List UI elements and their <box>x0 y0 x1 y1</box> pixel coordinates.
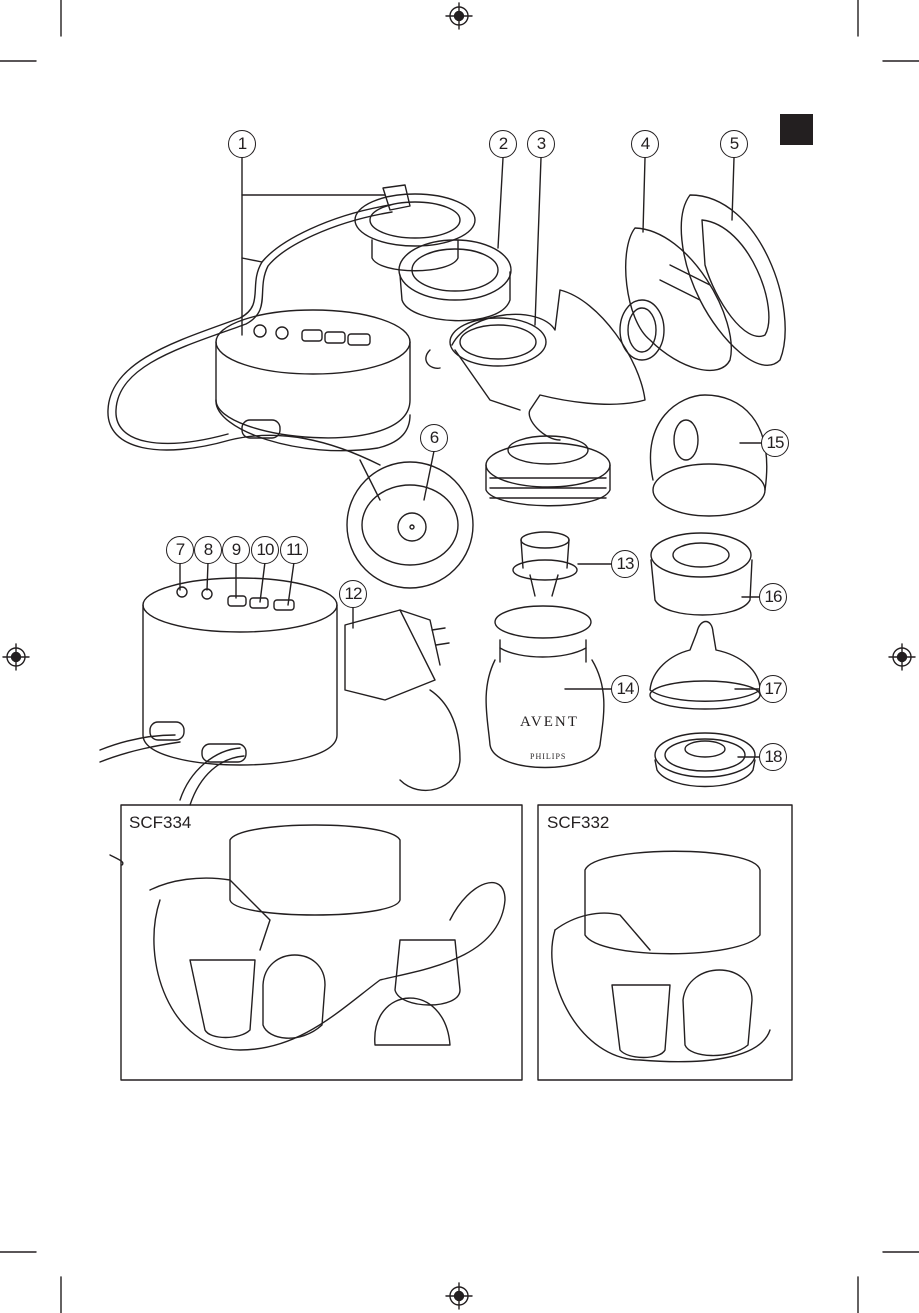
model-label-scf332: SCF332 <box>547 813 609 833</box>
registration-marks <box>3 3 915 1309</box>
callout-5: 5 <box>720 130 748 158</box>
motor-unit-top <box>216 310 410 451</box>
screw-ring-small <box>651 533 752 615</box>
sealing-disc <box>655 733 755 787</box>
motor-bottom-detail <box>347 460 473 588</box>
callout-10: 10 <box>251 536 279 564</box>
bottle <box>486 606 604 768</box>
callout-11: 11 <box>280 536 308 564</box>
callout-12: 12 <box>339 580 367 608</box>
teat <box>650 622 760 710</box>
massage-cushion <box>620 228 731 370</box>
callout-9: 9 <box>222 536 250 564</box>
power-adapter <box>345 610 460 790</box>
callout-18: 18 <box>759 743 787 771</box>
callout-15: 15 <box>761 429 789 457</box>
callout-16: 16 <box>759 583 787 611</box>
callout-6: 6 <box>420 424 448 452</box>
pump-cap <box>355 185 475 271</box>
scf334-panel-frame <box>121 805 522 1080</box>
callout-1: 1 <box>228 130 256 158</box>
scf332-illustration <box>552 851 770 1061</box>
pump-cover <box>681 195 785 365</box>
callout-7: 7 <box>166 536 194 564</box>
bottle-cap <box>650 395 766 516</box>
callout-3: 3 <box>527 130 555 158</box>
screw-ring <box>399 240 511 321</box>
motor-unit-base <box>100 578 337 805</box>
model-label-scf334: SCF334 <box>129 813 191 833</box>
callout-4: 4 <box>631 130 659 158</box>
callout-14: 14 <box>611 675 639 703</box>
valve <box>513 532 577 596</box>
scf332-panel-frame <box>538 805 792 1080</box>
scf334-illustration <box>110 825 505 1050</box>
callout-8: 8 <box>194 536 222 564</box>
bottle-brand: AVENT <box>520 714 579 731</box>
bottle-maker: PHILIPS <box>530 752 566 761</box>
leader-lines <box>180 158 761 757</box>
callout-17: 17 <box>759 675 787 703</box>
callout-13: 13 <box>611 550 639 578</box>
callout-2: 2 <box>489 130 517 158</box>
